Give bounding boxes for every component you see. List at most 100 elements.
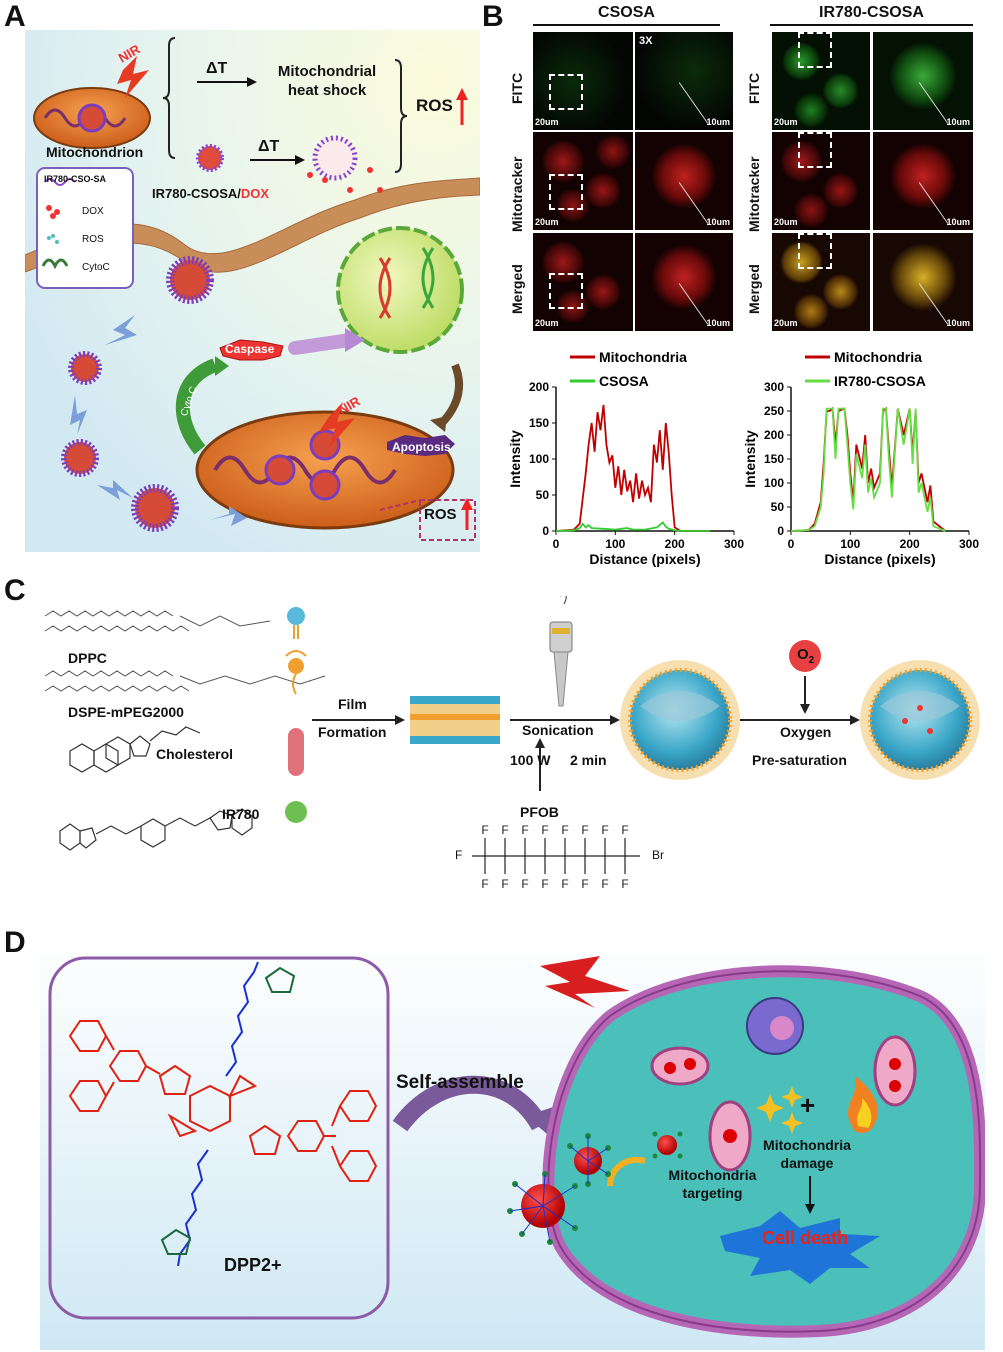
y-axis-label: Intensity — [507, 430, 523, 488]
scalebar-label: 10um — [706, 217, 730, 227]
cholesterol-label: Cholesterol — [156, 746, 234, 762]
time-label: 2 min — [570, 752, 607, 768]
pfob-fluorine: F — [501, 823, 508, 837]
mitochondrion-label: Mitochondrion — [46, 144, 144, 160]
group-label-csosa: CSOSA — [598, 4, 655, 21]
y-tick-label: 150 — [764, 452, 784, 466]
micro-ir780-mito: 20um — [772, 132, 870, 230]
row-label-fitc-1: FITC — [509, 72, 525, 104]
legend-label: CSOSA — [599, 373, 649, 389]
panel-label-c: C — [4, 574, 26, 607]
scalebar-label: 10um — [706, 117, 730, 127]
panel-label-b: B — [482, 0, 504, 33]
micro-ir780-merged: 20um — [772, 233, 870, 331]
scalebar-label: 20um — [774, 217, 798, 227]
row-label-mitotracker-1: Mitotracker — [509, 156, 525, 232]
pfob-fluorine: F — [521, 823, 528, 837]
profile-line — [678, 82, 709, 124]
row-label-fitc-2: FITC — [746, 72, 762, 104]
pfob-fluorine: F — [521, 877, 528, 891]
pfob-fluorine: F — [601, 823, 608, 837]
pfob-br-end: Br — [652, 848, 664, 862]
oxygen-label: Oxygen — [780, 724, 832, 740]
legend-dox: DOX — [82, 206, 104, 217]
formation-label: Formation — [318, 724, 387, 740]
pfob-fluorine: F — [501, 877, 508, 891]
x-tick-label: 100 — [840, 537, 860, 551]
micro-ir780-fitc: 20um — [772, 32, 870, 130]
x-tick-label: 0 — [788, 537, 795, 551]
legend-ros: ROS — [82, 234, 104, 245]
zoom-box — [798, 233, 832, 269]
series-line-2 — [555, 521, 711, 532]
ros-label-top: ROS — [416, 96, 453, 115]
self-assemble-label: Self-assemble — [396, 1072, 524, 1093]
group-underline-csosa — [533, 24, 720, 26]
legend-cytoc: CytoC — [82, 262, 110, 273]
y-tick-label: 0 — [542, 524, 549, 538]
micro-ir780-fitc-zoom: 10um — [873, 32, 973, 130]
pfob-fluorine: F — [541, 877, 548, 891]
y-tick-label: 150 — [529, 416, 549, 430]
dspe-label: DSPE-mPEG2000 — [68, 704, 184, 720]
panel-label-d: D — [4, 926, 26, 959]
legend-label: IR780-CSOSA — [834, 373, 926, 389]
o2-label: O2 — [797, 646, 815, 666]
sonication-label: Sonication — [522, 722, 594, 738]
row-label-merged-1: Merged — [509, 264, 525, 314]
micro-csosa-mito: 20um — [533, 132, 633, 230]
x-tick-label: 0 — [553, 537, 560, 551]
cell-death-label: Cell death — [762, 1228, 849, 1248]
micro-ir780-mito-zoom: 10um — [873, 132, 973, 230]
profile-line — [918, 82, 949, 124]
scalebar-label: 20um — [535, 117, 559, 127]
series-line-1 — [555, 404, 711, 532]
micro-ir780-merged-zoom: 10um — [873, 233, 973, 331]
pfob-label: PFOB — [520, 804, 559, 820]
zoom-box — [549, 174, 583, 210]
zoom-box — [798, 132, 832, 168]
apoptosis-label: Apoptosis — [392, 440, 451, 454]
dppc-label: DPPC — [68, 650, 107, 666]
micro-csosa-merged-zoom: 10um — [635, 233, 733, 331]
delta-t-2: ΔT — [258, 138, 280, 155]
pfob-fluorine: F — [621, 877, 628, 891]
y-tick-label: 200 — [764, 428, 784, 442]
profile-line — [918, 182, 949, 224]
x-tick-label: 300 — [724, 537, 744, 551]
series-line-2 — [790, 407, 946, 532]
scalebar-label: 10um — [706, 318, 730, 328]
zoom-box — [549, 74, 583, 110]
panel-a-schematic — [25, 30, 480, 552]
zoom-box — [798, 32, 832, 68]
film-label: Film — [338, 696, 367, 712]
group-underline-ir780 — [770, 24, 973, 26]
presaturation-label: Pre-saturation — [752, 752, 847, 768]
nanoparticle-label: IR780-CSOSA/DOX — [152, 186, 270, 201]
y-tick-label: 100 — [764, 476, 784, 490]
y-tick-label: 50 — [771, 500, 785, 514]
x-tick-label: 100 — [605, 537, 625, 551]
y-tick-label: 300 — [764, 380, 784, 394]
y-tick-label: 0 — [777, 524, 784, 538]
micro-csosa-mito-zoom: 10um — [635, 132, 733, 230]
pfob-fluorine: F — [481, 877, 488, 891]
dpp2-label: DPP2+ — [224, 1255, 282, 1275]
pfob-fluorine: F — [581, 877, 588, 891]
caspase-label: Caspase — [225, 342, 275, 356]
pfob-fluorine: F — [621, 823, 628, 837]
zoom-box — [549, 273, 583, 309]
y-tick-label: 100 — [529, 452, 549, 466]
x-axis-label: Distance (pixels) — [824, 551, 935, 567]
profile-line — [918, 283, 949, 325]
profile-line — [678, 283, 709, 325]
panel-d-schematic — [40, 936, 985, 1350]
x-tick-label: 200 — [665, 537, 685, 551]
pfob-fluorine: F — [541, 823, 548, 837]
